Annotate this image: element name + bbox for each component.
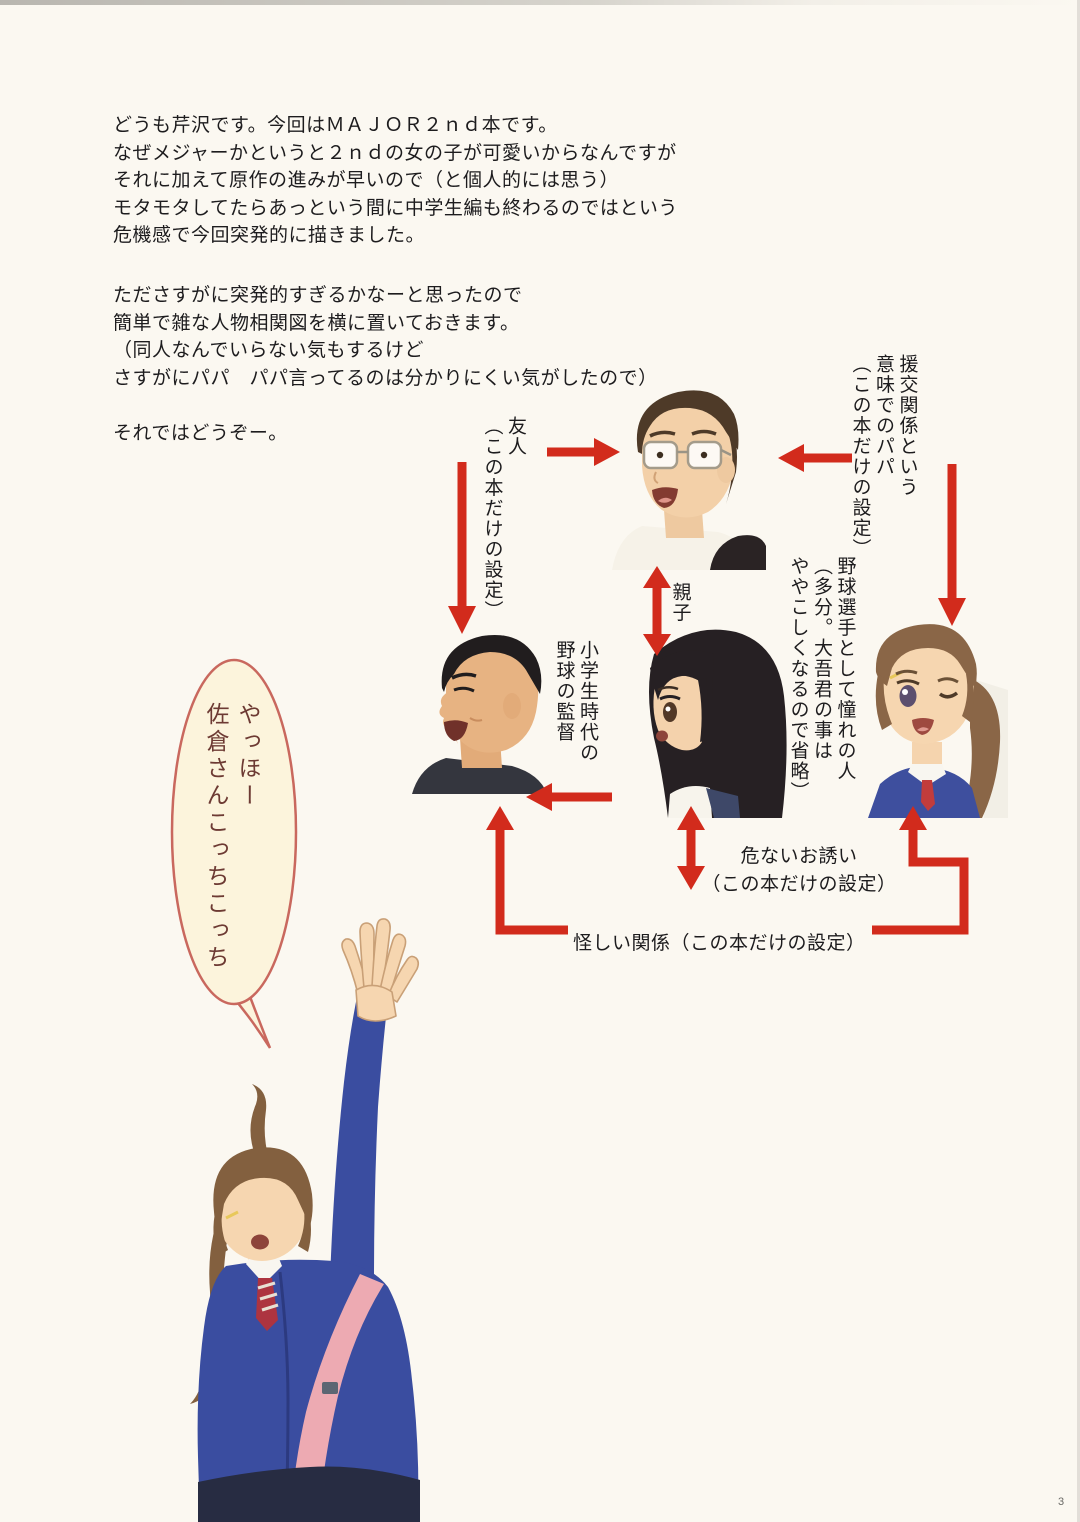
character-waving-girl xyxy=(162,912,477,1522)
speech-bubble-text: やっほー 佐倉さんこっちこっち xyxy=(203,702,261,972)
label-suspicious-relation: 怪しい関係（この本だけの設定） xyxy=(573,933,866,954)
character-glasses-man xyxy=(598,386,766,570)
page-number: 3 xyxy=(1058,1496,1065,1508)
arrow-suspicious-left xyxy=(495,826,568,935)
label-parent-child: 親子 xyxy=(669,582,691,623)
character-black-haired-girl xyxy=(610,620,788,818)
character-coach xyxy=(412,626,547,794)
intro-paragraph-1: どうも芹沢です。今回はＭＡＪＯＲ２ｎｄ本です。 なぜメジャーかというと２ｎｄの女… xyxy=(113,115,678,246)
character-winking-girl xyxy=(850,620,1008,818)
label-admired-player: 野球選手として憧れの人 （多分。大吾君の事は ややこしくなるので省略） xyxy=(787,556,856,802)
scan-edge-right xyxy=(1077,0,1080,1522)
intro-paragraph-3: それではどうぞー。 xyxy=(113,423,288,444)
intro-paragraph-2: たださすがに突発的すぎるかなーと思ったので 簡単で雑な人物相関図を横に置いておき… xyxy=(113,285,658,389)
label-papa: 援交関係という 意味でのパパ （この本だけの設定） xyxy=(849,354,918,559)
speech-bubble xyxy=(170,658,298,1049)
label-coach: 小学生時代の 野球の監督 xyxy=(553,640,599,763)
label-friend: 友人 （この本だけの設定） xyxy=(481,416,527,621)
scan-edge-top xyxy=(0,0,1080,5)
label-dangerous-invitation: 危ないお誘い （この本だけの設定） xyxy=(701,846,897,895)
